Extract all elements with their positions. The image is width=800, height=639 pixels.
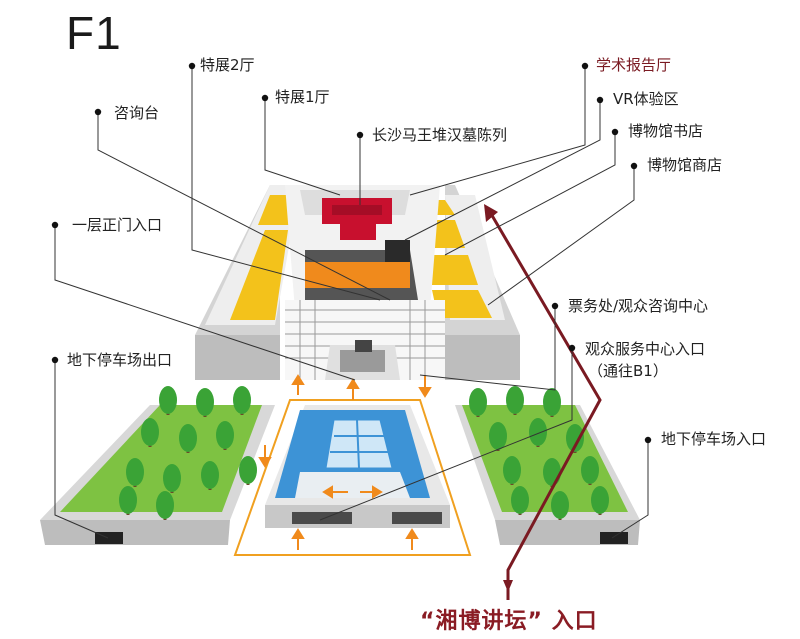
- tree: [239, 456, 257, 485]
- label-visitor-service-entrance: 观众服务中心入口: [585, 340, 706, 358]
- tree: [511, 486, 529, 515]
- label-special-exhibit-2: 特展2厅: [200, 56, 255, 74]
- label-lecture-hall: 学术报告厅: [596, 56, 672, 74]
- callout-dots: [51, 62, 652, 444]
- label-vr-area: VR体验区: [613, 90, 679, 108]
- trees: [119, 386, 609, 520]
- tree: [543, 388, 561, 417]
- tree: [196, 388, 214, 417]
- xiangbo-lecture-entrance: “湘博讲坛” 入口: [420, 609, 598, 634]
- floor-label: F1: [66, 7, 122, 59]
- tree: [506, 386, 524, 415]
- tree: [469, 388, 487, 417]
- label-info-desk: 咨询台: [114, 104, 160, 122]
- label-ticket-office: 票务处/观众咨询中心: [568, 297, 709, 315]
- tree: [529, 418, 547, 447]
- label-special-exhibit-1: 特展1厅: [275, 88, 330, 106]
- tree: [551, 491, 569, 520]
- label-main-entrance: 一层正门入口: [72, 216, 163, 234]
- main-building: [195, 185, 520, 380]
- tree: [119, 486, 137, 515]
- tree: [489, 422, 507, 451]
- label-shop: 博物馆商店: [647, 156, 723, 174]
- tree: [163, 464, 181, 493]
- tree: [126, 458, 144, 487]
- tree: [233, 386, 251, 415]
- visitor-flow-arrows: [258, 374, 432, 550]
- tree: [503, 456, 521, 485]
- tree: [591, 486, 609, 515]
- label-visitor-service-note: （通往B1）: [588, 362, 668, 380]
- tree: [581, 456, 599, 485]
- tree: [179, 424, 197, 453]
- lecture-hall-route: [484, 204, 602, 600]
- label-mawangdui: 长沙马王堆汉墓陈列: [372, 126, 508, 144]
- label-parking-entrance: 地下停车场入口: [661, 430, 767, 448]
- tree: [159, 386, 177, 415]
- tree: [201, 461, 219, 490]
- tree: [216, 421, 234, 450]
- tree: [156, 491, 174, 520]
- callout-lines: [54, 66, 649, 539]
- label-bookstore: 博物馆书店: [628, 122, 704, 140]
- plaza: [233, 399, 472, 556]
- tree: [141, 418, 159, 447]
- parking-entrance-door: [600, 532, 628, 544]
- label-parking-exit: 地下停车场出口: [67, 351, 173, 369]
